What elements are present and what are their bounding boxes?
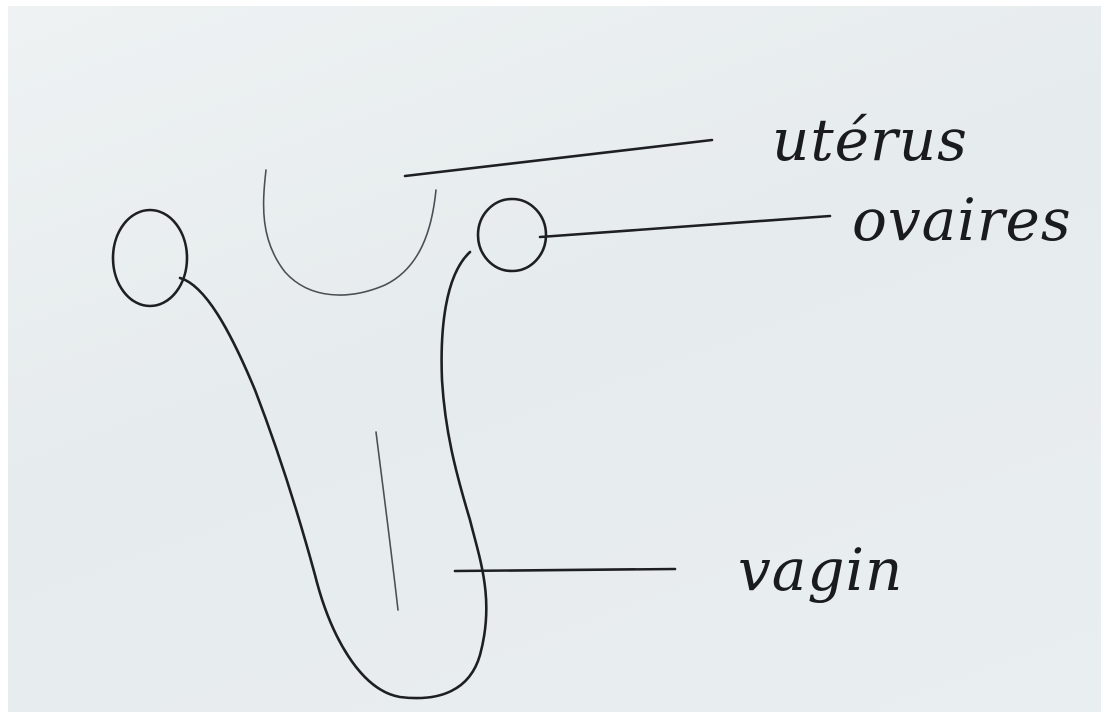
uterus-label: utérus: [772, 106, 968, 174]
uterus-outline: [264, 170, 436, 295]
inner-canal-line: [376, 432, 398, 610]
right-ovary: [478, 199, 546, 271]
vagina-leader-line: [455, 569, 675, 571]
ovaries-leader-line: [540, 216, 830, 237]
uterus-leader-line: [405, 140, 712, 176]
vagina-outline: [180, 252, 486, 698]
vagina-label: vagin: [738, 536, 903, 604]
ovaries-label: ovaires: [852, 186, 1072, 254]
left-ovary: [113, 210, 187, 306]
